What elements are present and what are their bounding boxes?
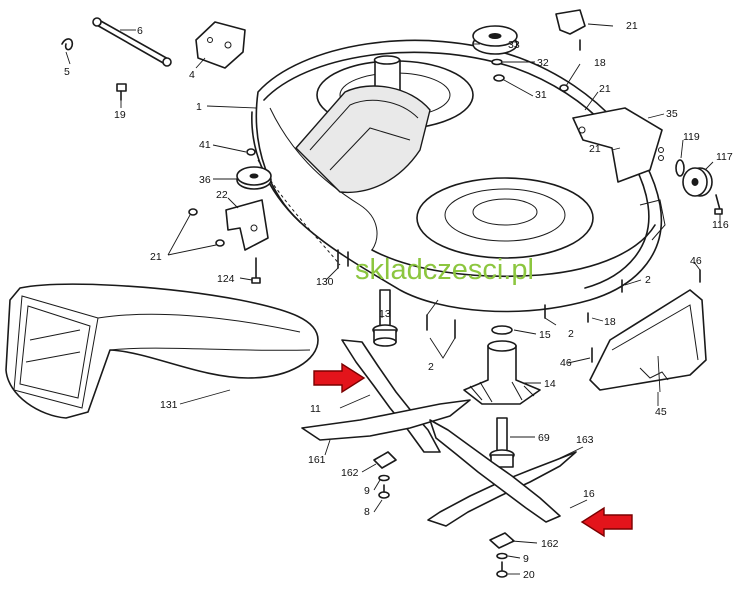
- part-19-bolt: [116, 83, 127, 101]
- label-19: 19: [114, 109, 126, 121]
- part-21-spring-bracket-top: [555, 9, 586, 51]
- label-162a: 162: [341, 467, 359, 479]
- label-46a: 46: [690, 255, 702, 267]
- part-5-pin: [61, 38, 74, 51]
- label-130: 130: [316, 276, 334, 288]
- part-118-nut: [559, 84, 569, 92]
- label-18b: 18: [604, 316, 616, 328]
- part-45-baffle: [589, 269, 707, 391]
- red-arrow-upper-blade: [313, 362, 366, 394]
- label-21b: 21: [626, 20, 638, 32]
- part-119-washer: [675, 159, 685, 177]
- label-13: 13: [379, 308, 391, 320]
- label-41: 41: [199, 139, 211, 151]
- label-22: 22: [216, 189, 228, 201]
- part-116-bolt: [714, 194, 723, 215]
- label-163: 163: [576, 434, 594, 446]
- label-21d: 21: [589, 143, 601, 155]
- chute-cover: [295, 85, 431, 194]
- label-69: 69: [538, 432, 550, 444]
- part-15-bearing: [491, 325, 513, 335]
- label-11: 11: [310, 403, 321, 415]
- part-117-pulley: [682, 167, 713, 197]
- part-41-nut: [246, 148, 256, 156]
- label-119: 119: [683, 131, 700, 143]
- label-9b: 9: [523, 553, 529, 565]
- part-69-spindle-shaft: [489, 417, 515, 468]
- label-161: 161: [308, 454, 326, 466]
- part-14-spindle-housing: [463, 340, 541, 405]
- part-13-spindle-shaft: [372, 289, 398, 347]
- leader-lines: [65, 23, 721, 575]
- label-14: 14: [544, 378, 556, 390]
- label-35: 35: [666, 108, 678, 120]
- part-9-washer-right: [496, 552, 508, 560]
- part-35-idler-arm: [572, 107, 664, 183]
- label-21a: 21: [150, 251, 162, 263]
- label-5: 5: [64, 66, 70, 78]
- part-131-discharge-chute: [5, 283, 319, 419]
- label-116a: 116: [712, 219, 729, 231]
- part-21-nuts-left: [188, 208, 225, 247]
- label-33: 33: [508, 39, 520, 51]
- label-6: 6: [137, 25, 143, 37]
- label-9a: 9: [364, 485, 370, 497]
- part-20-bolt: [496, 561, 508, 578]
- label-131: 131: [160, 399, 178, 411]
- red-arrow-lower-blade: [580, 506, 633, 538]
- label-45: 45: [655, 406, 667, 418]
- label-2a: 2: [645, 274, 651, 286]
- part-number-labels: 5 6 4 19 1 41 36 22 21 124 130 33 32 31 …: [64, 20, 733, 581]
- label-162b: 162: [541, 538, 559, 550]
- label-2b: 2: [568, 328, 574, 340]
- part-6-rod: [92, 17, 172, 67]
- part-8-bolt: [378, 484, 390, 499]
- label-46b: 46: [560, 357, 572, 369]
- label-2c: 2: [428, 361, 434, 373]
- part-130-bolt: [337, 249, 349, 269]
- part-32-washer: [491, 58, 503, 66]
- part-22-idler-bracket: [225, 199, 269, 251]
- part-33-pulley: [472, 25, 518, 55]
- label-16: 16: [583, 488, 595, 500]
- watermark-text: skladczesci.pl: [355, 254, 534, 286]
- part-161-blade-lower: [301, 399, 471, 441]
- label-117: 117: [716, 151, 733, 163]
- belt-path: [257, 159, 341, 266]
- label-31: 31: [535, 89, 547, 101]
- part-124-bolt: [251, 257, 261, 284]
- label-21c: 21: [599, 83, 611, 95]
- label-18a: 18: [594, 57, 606, 69]
- part-163-blade-upper-right: [429, 419, 561, 523]
- part-4-bracket: [195, 21, 246, 69]
- hardware-bolts-2-18: [426, 279, 623, 339]
- label-8: 8: [364, 506, 370, 518]
- label-36: 36: [199, 174, 211, 186]
- label-32: 32: [537, 57, 549, 69]
- part-162-adapter-right: [489, 532, 515, 549]
- label-15: 15: [539, 329, 551, 341]
- part-9-washer-left: [378, 474, 390, 482]
- label-20: 20: [523, 569, 535, 581]
- label-4: 4: [189, 69, 195, 81]
- part-31-nut: [493, 74, 505, 82]
- part-162-adapter-left: [373, 451, 397, 469]
- label-1: 1: [196, 101, 202, 113]
- part-36-idler-pulley: [236, 166, 272, 190]
- label-124: 124: [217, 273, 235, 285]
